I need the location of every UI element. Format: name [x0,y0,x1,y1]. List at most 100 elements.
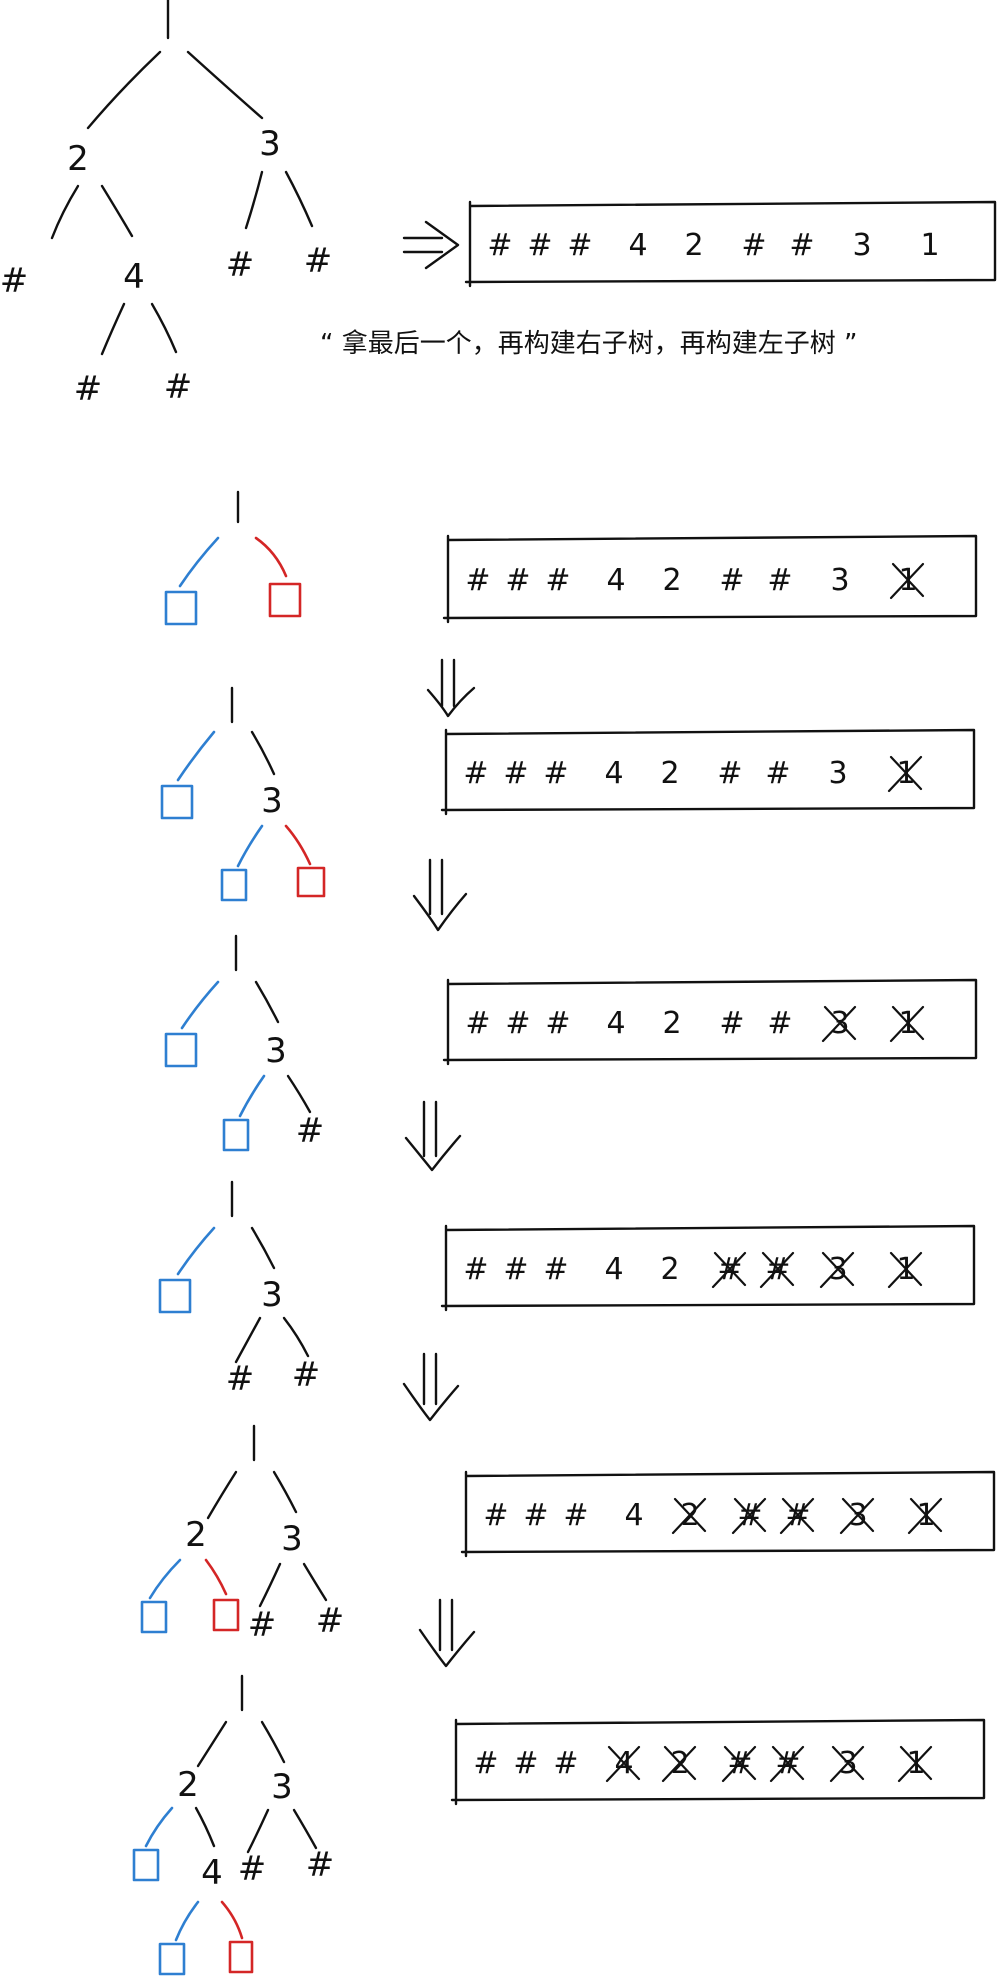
sequence-token: # [553,1746,578,1781]
cross-out-mark [731,1497,767,1535]
cross-out-mark [779,1497,815,1535]
cross-out-mark [887,755,923,793]
sequence-token: # [543,756,568,791]
null-marker: # [248,1605,277,1645]
cross-out-mark [759,1251,795,1289]
cross-out-mark [721,1745,757,1783]
down-double-arrow [404,1100,462,1172]
sequence-token: # [717,756,742,791]
left-placeholder-box [158,1278,192,1314]
sequence-token: 1 [920,228,939,263]
right-placeholder-box [268,582,302,618]
sequence-token: # [789,228,814,263]
step-6-tree: 2 3 4 # # [132,1674,335,1976]
sequence-token: # [503,756,528,791]
sequence-token: # [527,228,552,263]
sequence-token: 3 [852,228,871,263]
right-placeholder-box [228,1940,254,1974]
sequence-token: # [503,1252,528,1287]
sequence-token: # [465,563,490,598]
null-marker: # [238,1849,267,1889]
step-4-tree: 3 # # [158,1180,321,1399]
null-marker: # [74,369,103,409]
postorder-sequence: # # #4 2 # #3 1 [464,200,997,288]
sequence-box [440,1224,976,1312]
left-placeholder-box [164,590,198,626]
sequence-token: # [567,228,592,263]
sequence-token: # [719,1006,744,1041]
tree-node: 3 [261,1275,283,1315]
null-marker: # [226,1359,255,1399]
cross-out-mark [907,1497,943,1535]
sequence-token: 2 [660,1252,679,1287]
tree-node: 4 [123,257,145,297]
sequence-token: 2 [660,756,679,791]
sequence-token: 4 [604,756,623,791]
sequence-token: # [487,228,512,263]
sequence-token: # [513,1746,538,1781]
strategy-note: “ 拿最后一个，再构建右子树，再构建左子树 ” [320,329,857,359]
left-placeholder-box [164,1032,198,1068]
sequence-box [450,1718,986,1806]
original-tree: 2 3 # 4 # # # # [0,0,332,409]
step-1-tree: 1 [164,490,302,626]
tree-node: 2 [67,139,89,179]
sequence-token: # [765,756,790,791]
null-marker: # [0,261,28,301]
sequence-token: 2 [684,228,703,263]
down-double-arrow [426,658,476,718]
sequence-box [442,978,978,1066]
sequence-box [442,534,978,624]
null-marker: # [292,1355,321,1395]
sequence-box [460,1470,996,1558]
cross-out-mark [889,1005,925,1043]
down-double-arrow [412,858,468,932]
sequence-token: 4 [604,1252,623,1287]
null-marker: # [304,241,333,281]
null-marker: # [306,1845,335,1885]
sequence-token: 4 [606,563,625,598]
cross-out-mark [887,1251,923,1289]
sequence-token: 4 [628,228,647,263]
null-marker: # [296,1111,325,1151]
sequence-token: # [741,228,766,263]
sequence-token: # [545,1006,570,1041]
sequence-token: # [545,563,570,598]
left-placeholder-box [220,868,248,902]
step-2-tree: 3 [160,686,326,902]
sequence-token: # [473,1746,498,1781]
sequence-token: # [505,563,530,598]
left-placeholder-box [158,1942,186,1976]
right-placeholder-box [212,1598,240,1632]
cross-out-mark [661,1745,697,1783]
down-double-arrow [418,1598,476,1668]
sequence-token: # [505,1006,530,1041]
sequence-token: # [523,1498,548,1533]
cross-out-mark [839,1497,875,1535]
tree-node: 4 [201,1853,223,1893]
cross-out-mark [897,1745,933,1783]
tree-node: 3 [281,1519,303,1559]
left-placeholder-box [222,1118,250,1152]
sequence-token: # [719,563,744,598]
sequence-token: # [767,563,792,598]
sequence-token: # [483,1498,508,1533]
down-double-arrow [402,1352,460,1422]
sequence-token: 4 [606,1006,625,1041]
left-placeholder-box [140,1600,168,1634]
sequence-token: # [563,1498,588,1533]
left-placeholder-box [160,784,194,820]
sequence-token: # [543,1252,568,1287]
cross-out-mark [821,1005,857,1043]
null-marker: # [226,245,255,285]
cross-out-mark [711,1251,747,1289]
sequence-box [440,728,976,816]
null-marker: # [316,1601,345,1641]
tree-node: 3 [265,1031,287,1071]
